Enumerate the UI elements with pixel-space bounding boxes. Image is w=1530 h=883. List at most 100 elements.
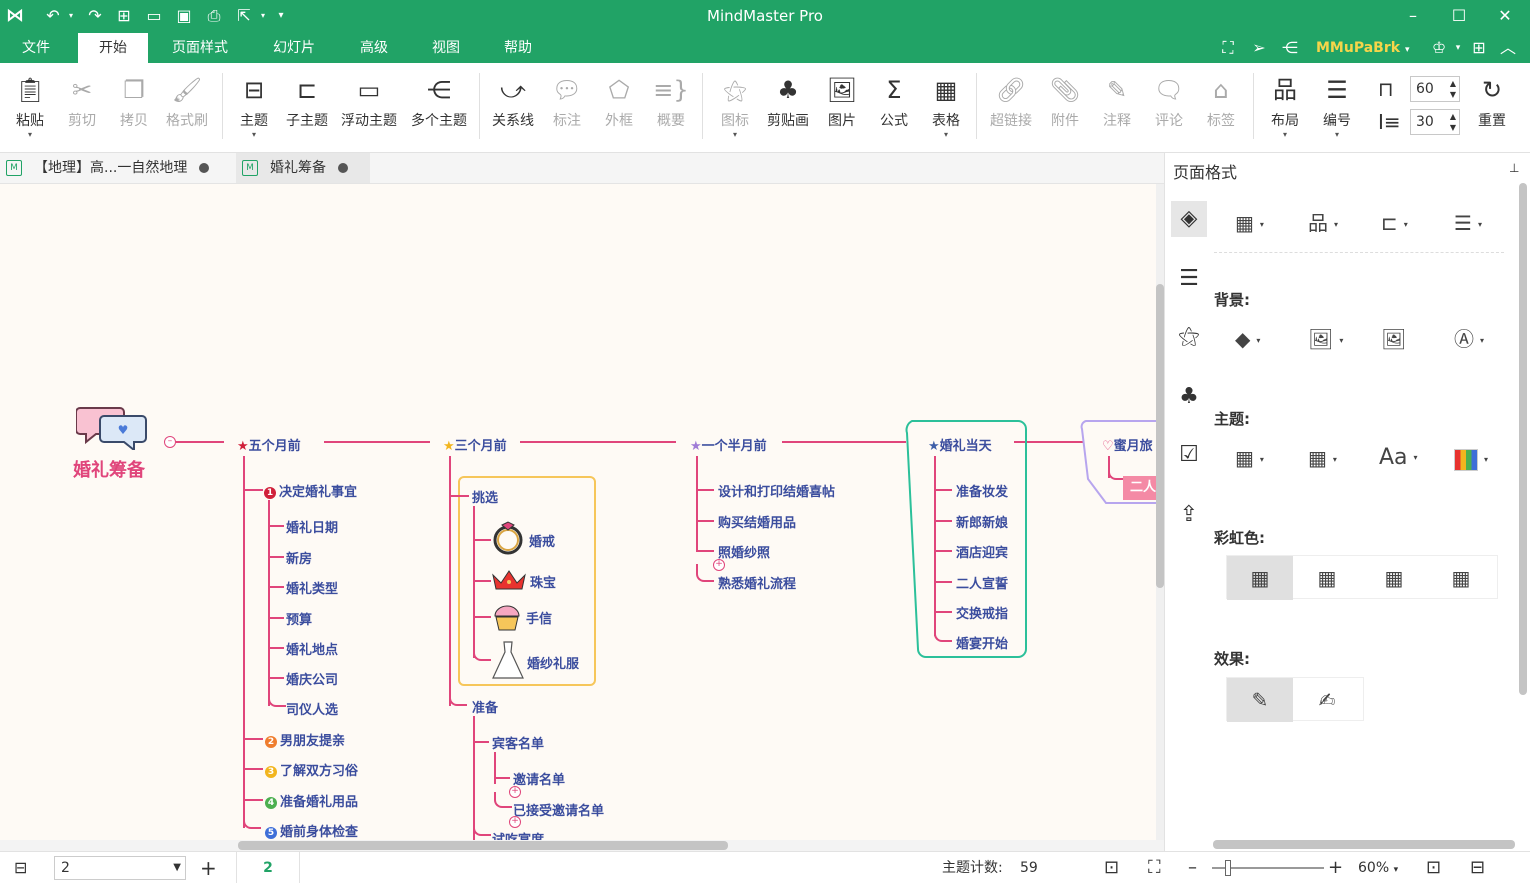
picture-button[interactable]: 🖼︎图片 (822, 71, 862, 131)
skin-dropdown-icon[interactable]: ▾ (1455, 43, 1461, 53)
topic-exchange-rings[interactable]: 交换戒指 (956, 607, 1009, 622)
vertical-spacing-input[interactable]: 30▲▼ (1410, 109, 1460, 135)
pin-icon[interactable]: ⊥ (1509, 161, 1520, 175)
zoom-slider[interactable] (1212, 867, 1324, 869)
user-name[interactable]: MMuPaBrk ▾ (1316, 40, 1410, 56)
save-icon[interactable]: ▣ (176, 6, 192, 25)
page-tab-active[interactable]: 2 (236, 852, 300, 883)
effect-option-handdrawn[interactable]: ✍ (1318, 688, 1336, 712)
multiple-topics-button[interactable]: ⋲多个主题 (408, 71, 470, 131)
scroll-thumb[interactable] (1156, 284, 1164, 588)
topic-select[interactable]: 挑选 (472, 491, 499, 506)
menu-home[interactable]: 开始 (78, 33, 148, 63)
panel-scroll-thumb[interactable] (1519, 183, 1527, 695)
topic-three-months[interactable]: ★三个月前 (443, 439, 507, 454)
theme-button[interactable]: ▦▾ (1235, 446, 1264, 470)
unsaved-dot-icon[interactable] (199, 163, 210, 173)
page-panel-icon[interactable]: ⊟ (14, 858, 28, 877)
structure-button[interactable]: ▦▾ (1235, 211, 1264, 235)
topic-mc[interactable]: 司仪人选 (286, 703, 339, 718)
rainbow-option-4[interactable]: ▦ (1451, 566, 1471, 590)
topic-bride-groom[interactable]: 新郎新娘 (956, 516, 1009, 531)
topic-honeymoon[interactable]: ♡蜜月旅 (1102, 439, 1153, 454)
topic-vows[interactable]: 二人宣誓 (956, 577, 1009, 592)
icon-button[interactable]: ⚝图标▾ (715, 71, 755, 139)
paste-button[interactable]: 📋︎粘贴▾ (8, 71, 52, 139)
icon-library-icon[interactable]: ⚝ (1178, 324, 1200, 349)
remove-background-button[interactable]: 🖼︎ (1381, 325, 1406, 353)
attachment-button[interactable]: 📎︎附件 (1045, 71, 1085, 131)
zoom-in-icon[interactable]: + (1328, 857, 1344, 878)
collapse-toggle[interactable]: – (164, 436, 176, 448)
topic-new-house[interactable]: 新房 (286, 552, 313, 567)
page-select[interactable]: 2▼ (54, 856, 186, 880)
numbering-button[interactable]: ☰编号▾ (1317, 71, 1357, 139)
topic-honeymoon-sub[interactable]: 二人 (1123, 476, 1156, 500)
horizontal-spacing-input[interactable]: 60▲▼ (1410, 76, 1460, 102)
relationship-button[interactable]: ⤻关系线 (489, 71, 537, 131)
menu-file[interactable]: 文件 (22, 40, 50, 56)
topic-prepare[interactable]: 准备 (472, 701, 499, 716)
fit-width-icon[interactable]: ⊡ (1426, 857, 1442, 878)
canvas-horizontal-scrollbar[interactable] (0, 840, 1164, 851)
connector-button[interactable]: ⊏▾ (1381, 211, 1408, 235)
layout-style-button[interactable]: 品▾ (1308, 211, 1339, 235)
topic-six-weeks[interactable]: ★一个半月前 (690, 439, 767, 454)
customize-quick-access-icon[interactable]: ▾ (278, 10, 284, 21)
rainbow-option-2[interactable]: ▦ (1317, 566, 1337, 590)
cut-button[interactable]: ✂剪切 (62, 71, 102, 131)
menu-view[interactable]: 视图 (432, 40, 460, 56)
zoom-level[interactable]: 60% ▾ (1358, 860, 1399, 876)
wedding-day-boundary[interactable] (904, 418, 1030, 660)
topic-wedding-company[interactable]: 婚庆公司 (286, 673, 339, 688)
menu-page-style[interactable]: 页面样式 (172, 40, 228, 56)
menu-help[interactable]: 帮助 (504, 40, 532, 56)
topic-wedding-dress[interactable]: 婚纱礼服 (527, 657, 580, 672)
scroll-thumb[interactable] (238, 841, 728, 850)
close-button[interactable]: ✕ (1498, 6, 1512, 25)
expand-toggle[interactable]: + (509, 816, 521, 828)
copy-button[interactable]: ❐拷贝 (114, 71, 154, 131)
topic-ring[interactable]: 婚戒 (529, 535, 556, 550)
table-button[interactable]: ▦表格▾ (926, 71, 966, 139)
topic-wedding-date[interactable]: 婚礼日期 (286, 521, 339, 536)
collapse-ribbon-icon[interactable]: ︿ (1499, 38, 1516, 57)
topic-buy-supplies[interactable]: 购买结婚用品 (718, 516, 797, 531)
topic-tasting[interactable]: 试吃宴席 (492, 829, 544, 840)
topic-wedding-day[interactable]: ★婚礼当天 (928, 439, 992, 454)
fullscreen-icon[interactable]: ⛶ (1222, 38, 1234, 57)
open-folder-icon[interactable]: ▭ (146, 6, 162, 25)
publish-icon[interactable]: ➢ (1252, 38, 1266, 57)
note-button[interactable]: ✎注释 (1097, 71, 1137, 131)
reset-button[interactable]: ↻重置 (1472, 71, 1512, 131)
export-icon[interactable]: ⇱ (237, 6, 251, 25)
topic-photos[interactable]: 照婚纱照 (718, 546, 771, 561)
unsaved-dot-icon[interactable] (338, 163, 348, 173)
topic-process[interactable]: 熟悉婚礼流程 (718, 577, 797, 592)
select-boundary[interactable] (458, 476, 596, 686)
fullscreen-icon[interactable]: ⛶ (1148, 857, 1161, 878)
hyperlink-button[interactable]: 🔗︎超链接 (986, 71, 1036, 131)
canvas-vertical-scrollbar[interactable] (1156, 184, 1164, 840)
export-panel-icon[interactable]: ⇪ (1179, 502, 1199, 527)
honeymoon-boundary[interactable] (1080, 418, 1156, 508)
outline-icon[interactable]: ☰ (1179, 266, 1199, 291)
comment-button[interactable]: 🗨︎评论 (1149, 71, 1189, 131)
add-page-icon[interactable]: + (200, 856, 217, 880)
expand-toggle[interactable]: + (713, 559, 725, 571)
layout-button[interactable]: 品布局▾ (1265, 71, 1305, 139)
menu-advanced[interactable]: 高级 (360, 40, 388, 56)
fit-page-icon[interactable]: ⊡ (1104, 857, 1120, 878)
topic-reception[interactable]: 酒店迎宾 (956, 546, 1009, 561)
theme-layout-button[interactable]: ▦▾ (1308, 446, 1337, 470)
topic-invite-list[interactable]: 邀请名单 (513, 773, 566, 788)
undo-dropdown-icon[interactable]: ▾ (68, 11, 73, 20)
topic-button[interactable]: ⊟主题▾ (234, 71, 274, 139)
format-painter-button[interactable]: 🖌︎格式刷 (162, 71, 212, 131)
root-topic[interactable]: 婚礼筹备 (73, 460, 145, 481)
